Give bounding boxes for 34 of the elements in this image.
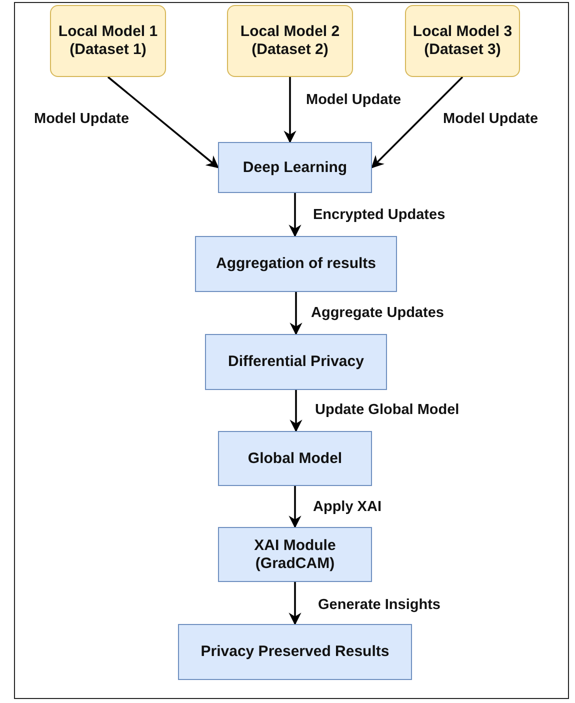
process-box [218,142,372,193]
edge-label: Generate Insights [318,597,440,613]
node-label: Local Model 2 (Dataset 2) [239,23,341,59]
model-box [227,5,353,77]
node-label: XAI Module (GradCAM) [253,536,337,572]
arrow [290,292,302,336]
arrow [284,77,296,144]
arrow [290,390,302,432]
process-box [178,624,412,680]
model-box [405,5,520,77]
edge-label: Apply XAI [313,499,382,515]
arrow [288,486,302,528]
edge-label: Update Global Model [315,402,460,418]
process-box [218,527,372,582]
node-label: Aggregation of results [216,255,376,273]
node-label: Differential Privacy [228,353,364,371]
edge-label: Encrypted Updates [313,207,446,223]
arrow [107,76,219,168]
model-box [50,5,166,77]
process-box [205,334,387,390]
edge-label: Model Update [34,111,130,127]
edge-label: Model Update [443,111,538,127]
node-label: Privacy Preserved Results [200,643,390,661]
edge-label: Aggregate Updates [311,305,444,321]
node-label: Deep Learning [242,158,348,176]
arrow [288,193,302,238]
node-label: Local Model 3 (Dataset 3) [412,23,513,59]
node-label: Global Model [248,450,342,468]
process-box [195,236,397,292]
arrow [371,76,464,168]
edge-label: Model Update [306,92,402,108]
process-box [218,431,372,486]
arrow [288,582,302,626]
node-label: Local Model 1 (Dataset 1) [57,23,159,59]
